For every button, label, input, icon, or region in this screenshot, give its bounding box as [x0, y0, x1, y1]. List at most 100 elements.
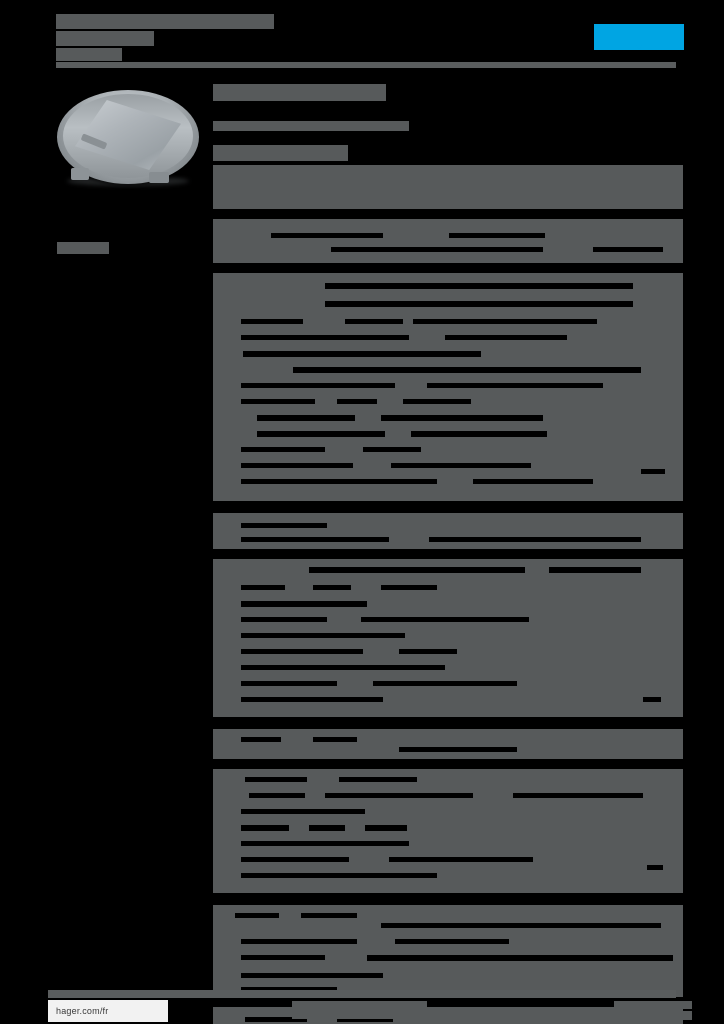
table-row [381, 585, 437, 590]
table-row [399, 747, 517, 752]
hager-logo-mark [594, 25, 684, 49]
product-caption [57, 242, 109, 254]
table-row [337, 399, 377, 404]
table-row [241, 537, 389, 542]
table-row [549, 567, 641, 573]
row-label-stub [205, 873, 213, 880]
title-line-2 [56, 31, 154, 46]
row-label-stub [205, 363, 213, 370]
table-row [241, 841, 409, 846]
header-divider [56, 62, 676, 68]
round-floor-box-photo [57, 84, 199, 188]
row-label-stub [205, 777, 213, 784]
table-row [309, 825, 345, 831]
row-label-stub [205, 411, 213, 418]
footer-center-text [292, 1001, 440, 1019]
row-label-stub [205, 857, 213, 864]
table-row [241, 649, 363, 654]
footer-center-line-1 [292, 1001, 427, 1009]
table-row [271, 233, 383, 238]
table-row [235, 913, 279, 918]
row-label-stub [205, 825, 213, 832]
table-row [643, 697, 661, 702]
table-row [445, 335, 567, 340]
sub-heading [213, 145, 348, 161]
hager-logo: hager [594, 24, 684, 50]
table-row [241, 955, 325, 960]
table-row [395, 939, 509, 944]
row-label-stub [205, 663, 213, 670]
table-row [473, 479, 593, 484]
row-label-stub [205, 535, 213, 542]
table-row [389, 857, 533, 862]
row-label-stub [205, 695, 213, 702]
footer-url-box[interactable]: hager.com/fr [48, 1000, 168, 1022]
table-row [241, 697, 383, 702]
table-row [391, 463, 531, 468]
table-row [241, 447, 325, 452]
table-row [381, 415, 543, 421]
table-row [241, 601, 367, 607]
table-row [241, 681, 337, 686]
title-line-3 [56, 48, 122, 61]
table-row [365, 825, 407, 831]
row-label-stub [205, 1015, 213, 1022]
table-row [399, 649, 457, 654]
row-label-stub [205, 793, 213, 800]
specs-block-1 [205, 273, 683, 501]
table-row [313, 737, 357, 742]
row-label-stub [205, 315, 213, 322]
title-line-1 [56, 14, 274, 29]
table-row [241, 809, 365, 814]
table-row [241, 737, 281, 742]
row-label-stub [205, 379, 213, 386]
photo-mounting-tab-left [71, 168, 89, 180]
footer-url[interactable]: hager.com/fr [56, 1006, 109, 1016]
table-row [309, 567, 525, 573]
intro-block [213, 219, 683, 263]
document-title [56, 14, 274, 63]
footer-right-line-2 [636, 1011, 692, 1020]
table-row [241, 585, 285, 590]
table-row [345, 319, 403, 324]
table-row [325, 793, 473, 798]
table-row [257, 431, 385, 437]
table-row [241, 987, 337, 992]
specs-block-6 [205, 905, 683, 997]
table-row [361, 617, 529, 622]
table-row [245, 777, 307, 782]
row-label-stub [205, 567, 213, 574]
table-row [241, 633, 405, 638]
table-row [593, 247, 663, 252]
table-row [241, 335, 409, 340]
row-label-stub [205, 489, 213, 496]
row-label-stub [205, 841, 213, 848]
table-row [403, 399, 471, 404]
row-label-stub [205, 973, 213, 980]
row-label-stub [205, 583, 213, 590]
table-row [243, 351, 481, 357]
row-label-stub [205, 459, 213, 466]
table-row [313, 585, 351, 590]
row-label-stub [205, 331, 213, 338]
table-row [241, 479, 437, 484]
row-label-stub [205, 631, 213, 638]
table-row [427, 383, 603, 388]
row-label-stub [205, 347, 213, 354]
table-row [241, 873, 437, 878]
table-row [381, 923, 661, 928]
table-row [363, 447, 421, 452]
table-row [513, 793, 643, 798]
table-row [241, 523, 327, 528]
table-row [373, 681, 517, 686]
table-row [241, 939, 357, 944]
table-row [241, 383, 395, 388]
specs-block-5 [205, 769, 683, 893]
specification-table [205, 165, 683, 1024]
specs-block-3 [205, 559, 683, 717]
table-row [411, 431, 547, 437]
table-row [367, 955, 673, 961]
row-label-stub [205, 943, 213, 950]
table-row [241, 319, 303, 324]
